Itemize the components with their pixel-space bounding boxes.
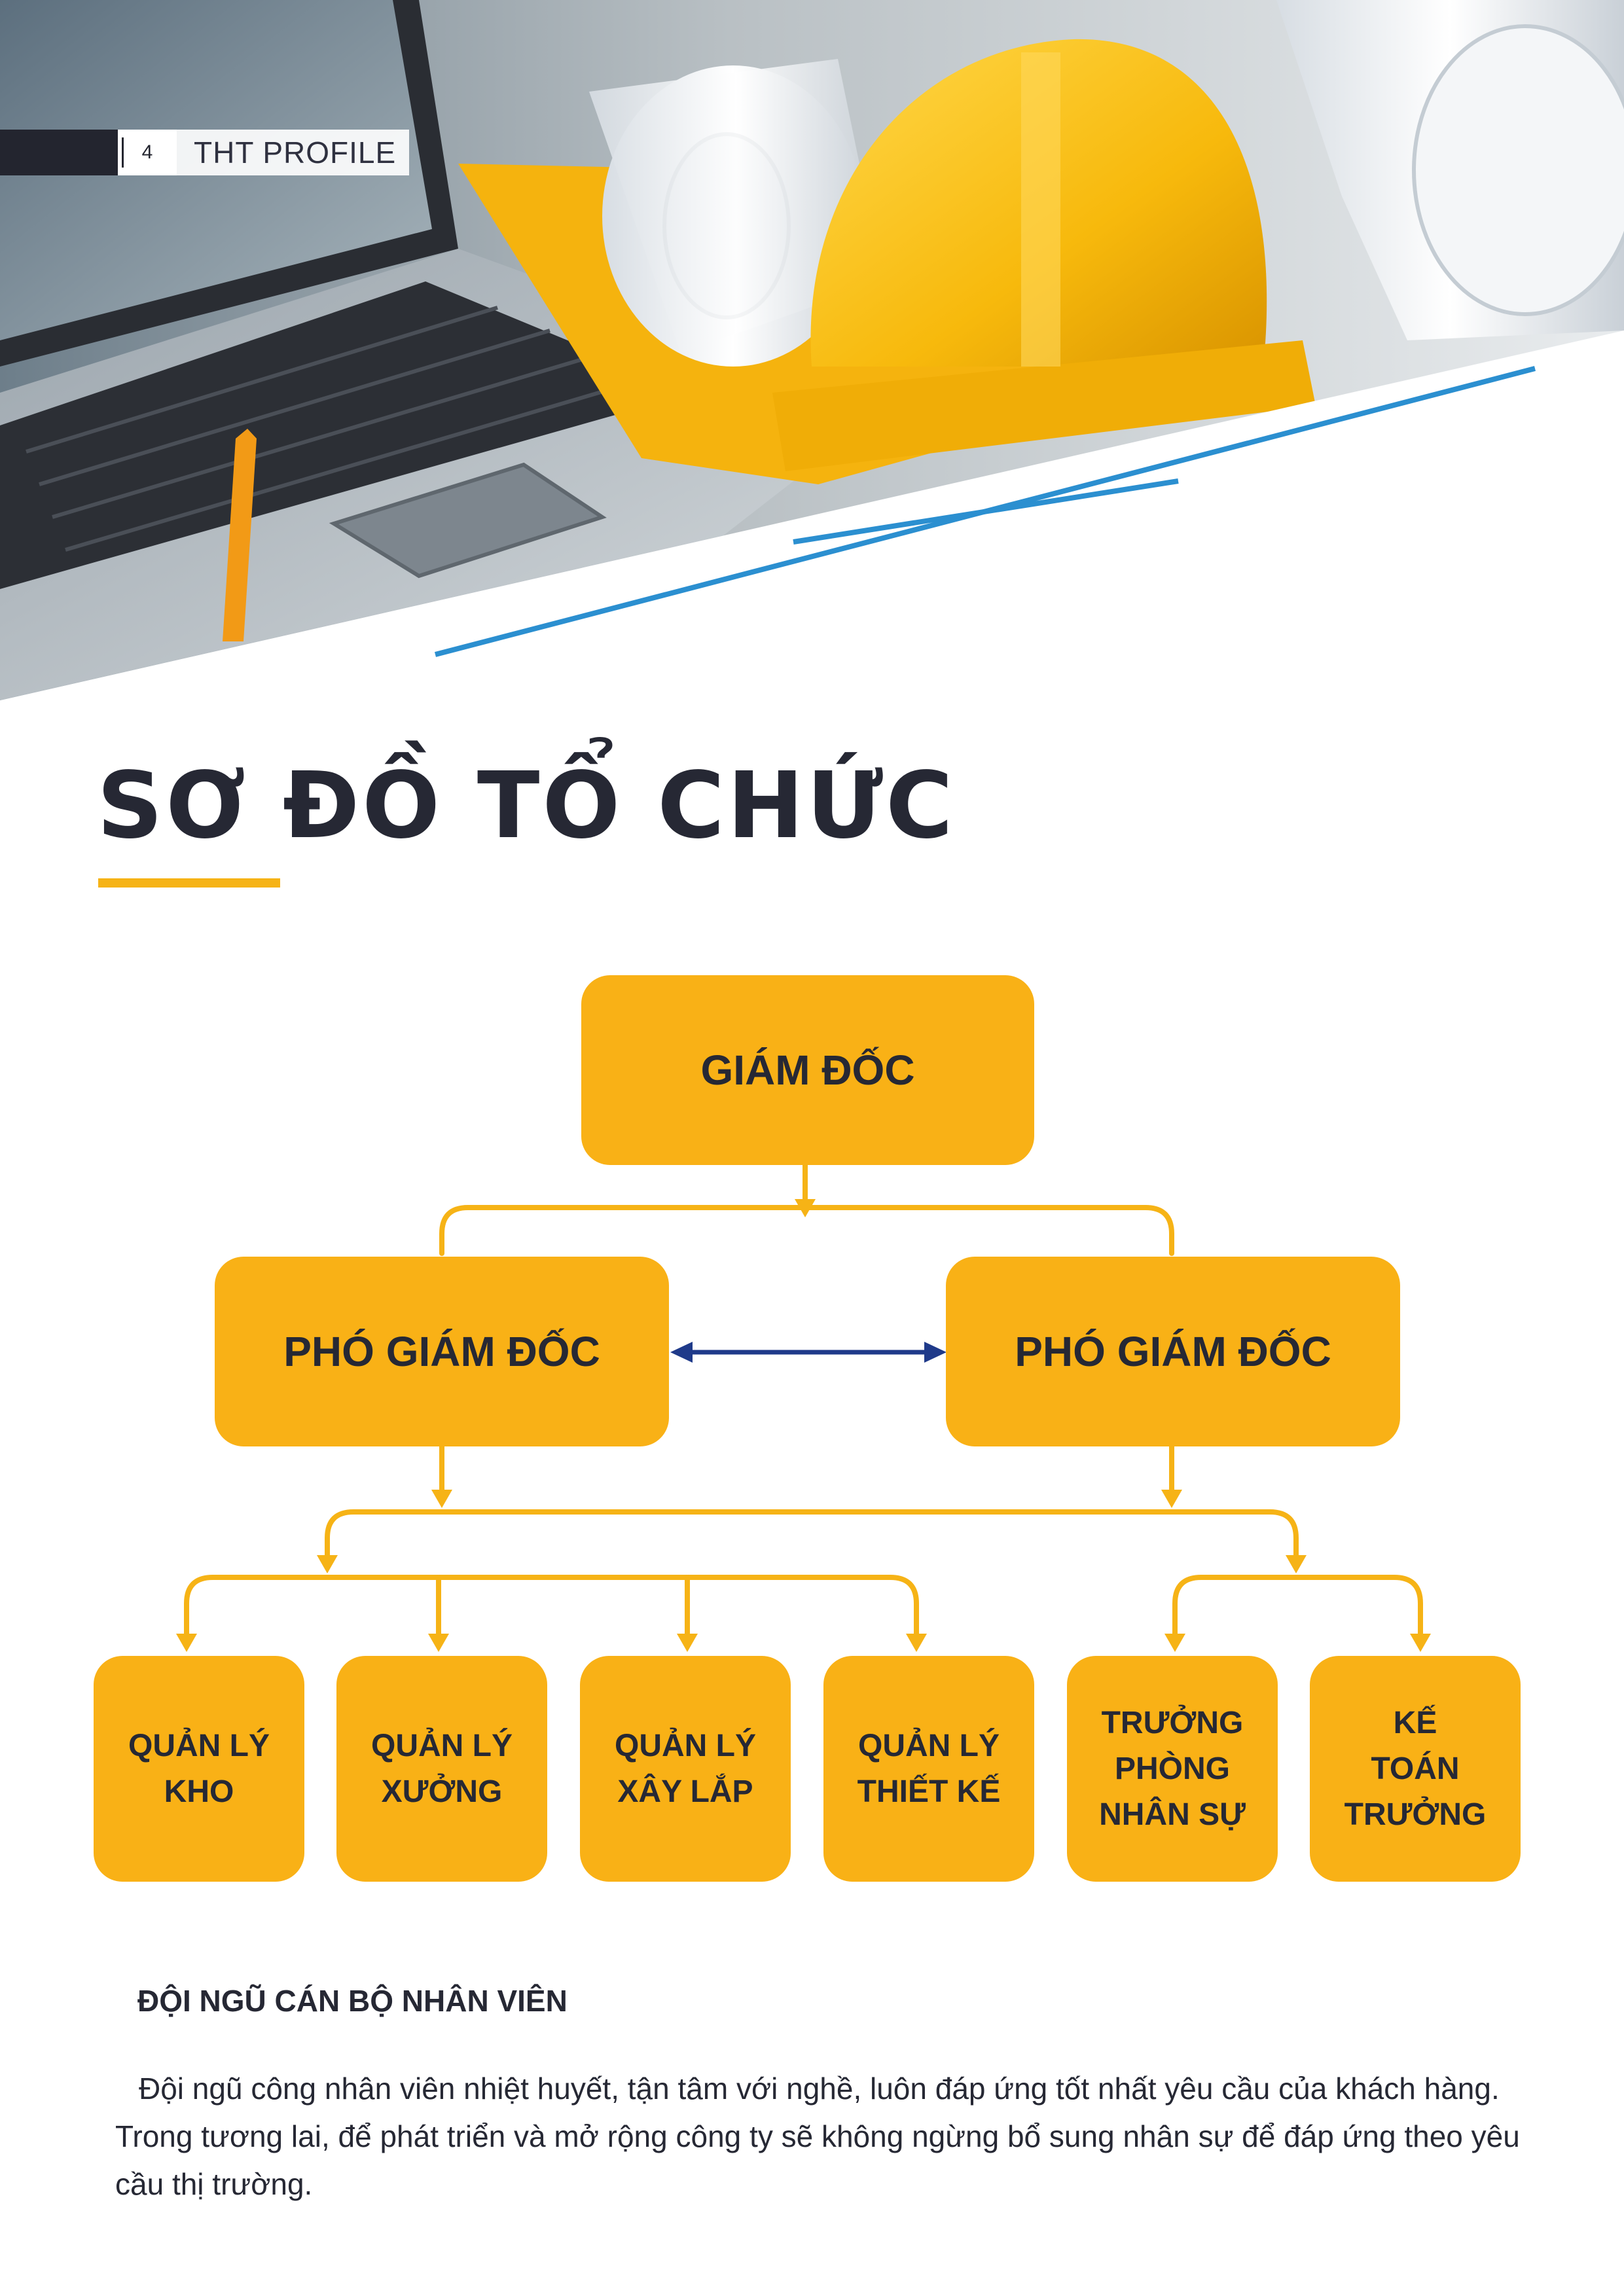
node-construction-manager: QUẢN LÝ XÂY LẮP <box>580 1656 791 1882</box>
arrowhead <box>428 1634 449 1652</box>
staff-section-paragraph: Đội ngũ công nhân viên nhiệt huyết, tận … <box>115 2072 1520 2201</box>
node-deputy-right: PHÓ GIÁM ĐỐC <box>946 1257 1400 1446</box>
node-hr-head: TRƯỞNG PHÒNG NHÂN SỰ <box>1067 1656 1278 1882</box>
profile-title: THT PROFILE <box>177 130 410 175</box>
arrowhead <box>431 1490 452 1508</box>
node-workshop-manager: QUẢN LÝ XƯỞNG <box>336 1656 547 1882</box>
node-deputy-left: PHÓ GIÁM ĐỐC <box>215 1257 669 1446</box>
connector-top-branch <box>439 1205 1174 1256</box>
title-underline <box>98 878 280 888</box>
arrowhead <box>677 1634 698 1652</box>
node-director: GIÁM ĐỐC <box>581 975 1034 1165</box>
node-design-manager: QUẢN LÝ THIẾT KẾ <box>823 1656 1034 1882</box>
staff-section-heading: ĐỘI NGŨ CÁN BỘ NHÂN VIÊN <box>137 1984 568 2018</box>
connector-middle-branch <box>325 1509 1299 1560</box>
header-dark-block <box>0 130 118 175</box>
arrowhead <box>1161 1490 1182 1508</box>
arrowhead <box>1410 1634 1431 1652</box>
connector-left-group <box>184 1575 919 1639</box>
arrowhead <box>176 1634 197 1652</box>
arrowhead <box>1286 1555 1307 1573</box>
page-header-bar: 4 THT PROFILE <box>0 130 410 175</box>
arrowhead <box>795 1199 816 1217</box>
arrowhead <box>317 1555 338 1573</box>
page-number: 4 <box>118 130 177 175</box>
connector-right-group <box>1172 1575 1423 1639</box>
node-chief-accountant: KẾ TOÁN TRƯỞNG <box>1310 1656 1521 1882</box>
deputy-link-arrow <box>670 1342 947 1363</box>
arrowhead <box>1164 1634 1185 1652</box>
arrowhead <box>906 1634 927 1652</box>
page-title: SƠ ĐỒ TỔ CHỨC <box>97 753 956 859</box>
header-photo <box>0 0 1624 700</box>
node-warehouse-manager: QUẢN LÝ KHO <box>94 1656 304 1882</box>
